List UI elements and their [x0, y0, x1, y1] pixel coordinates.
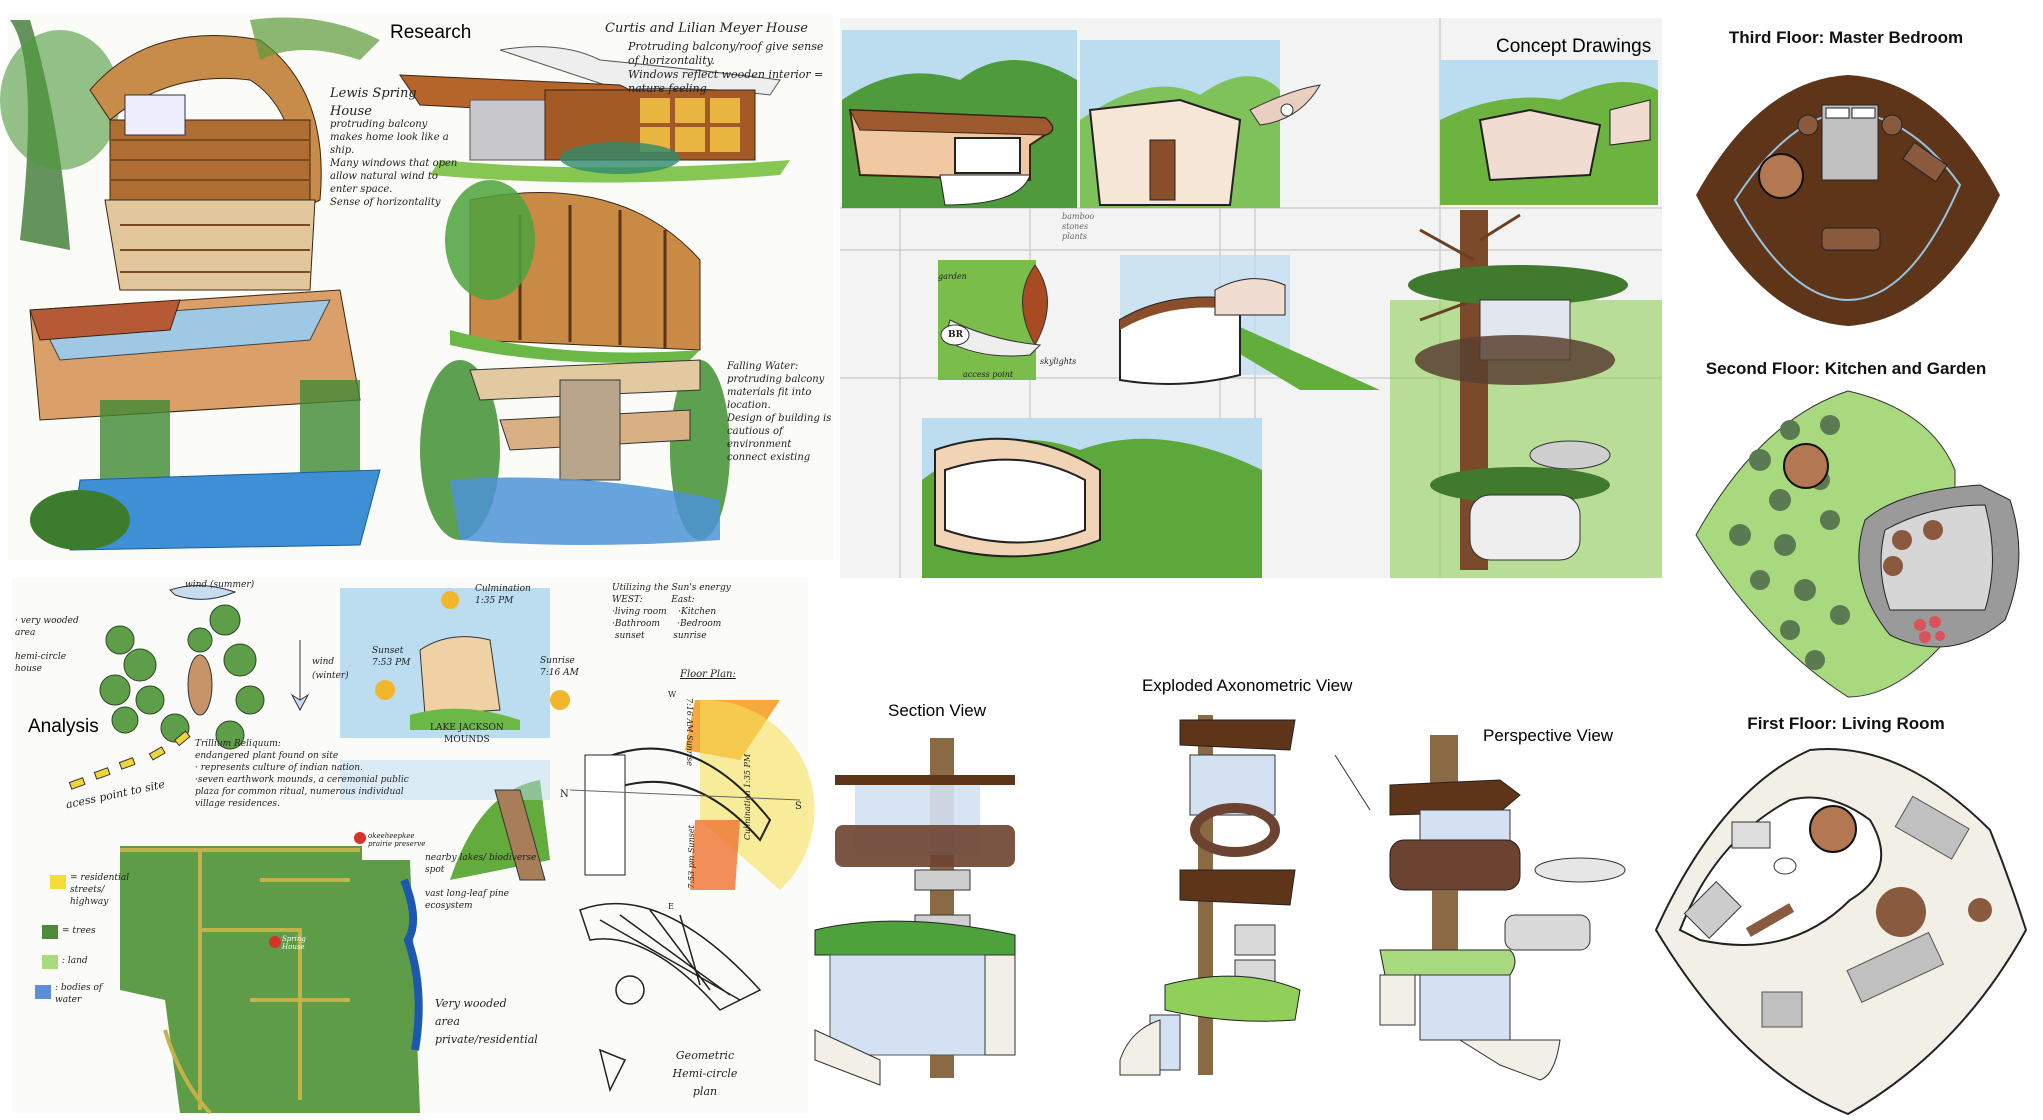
sunrise-label: Sunrise 7:16 AM	[540, 656, 579, 678]
legend-label-streets: = residential streets/ highway	[70, 873, 130, 907]
wooded-area-note: Very wooded area private/residential	[435, 997, 538, 1046]
concept-sketch-3	[1440, 60, 1658, 205]
lake-shape	[400, 878, 423, 1051]
legend-label-water: : bodies of water	[55, 983, 103, 1005]
preserve-pin-label: okeeheepkee prairie preserve	[368, 832, 426, 848]
plan-label-skylights: skylights	[1040, 357, 1077, 366]
legend-label-land: : land	[62, 956, 88, 966]
concept-treehouse-sketch	[1390, 210, 1662, 578]
legend-label-trees: = trees	[62, 926, 96, 936]
curved-wood-house-drawing	[445, 180, 701, 363]
sunset-sun-icon	[375, 680, 395, 700]
second-floor-plan	[1695, 390, 2020, 698]
concept-sketch-1	[842, 30, 1077, 208]
compass-e: E	[668, 902, 674, 911]
round-table	[1758, 153, 1804, 199]
analysis-panel	[12, 578, 815, 1115]
mound-stairs	[494, 789, 546, 881]
site-map	[120, 832, 423, 1115]
wind-winter-arrow	[290, 640, 310, 712]
culmination-label: Culmination 1:35 PM	[475, 584, 531, 606]
materials-note: bamboo stones plants	[1062, 212, 1095, 241]
pool-house-drawing	[29, 289, 381, 551]
section-view-title: Section View	[888, 701, 986, 720]
lewis-spring-title: Lewis Spring House	[330, 86, 417, 119]
site-tree-cluster	[99, 604, 265, 750]
section-view-drawing	[814, 738, 1016, 1086]
compass-w: W	[668, 690, 677, 699]
meyer-house-note: Protruding balcony/roof give sense of ho…	[628, 40, 824, 95]
research-title: Research	[390, 22, 472, 43]
wind-summer-label: wind (summer)	[185, 580, 255, 590]
exploded-axonometric-drawing	[1119, 715, 1301, 1076]
concept-sketch-6	[922, 418, 1262, 578]
plan-label-garden: garden	[938, 272, 967, 281]
plan-label-br: BR	[948, 330, 964, 340]
sunset-label: Sunset 7:53 PM	[372, 646, 411, 668]
culmination-ray-label: Culmination 1:35 PM	[743, 753, 753, 841]
wind-winter-label: wind (winter)	[312, 657, 349, 681]
sun-energy-note: Utilizing the Sun's energy WEST: East: ·…	[612, 583, 731, 641]
spring-house-pin-label: Spring House	[282, 935, 306, 951]
concept-panel	[840, 18, 1662, 578]
compass-s: S	[795, 801, 802, 812]
analysis-title: Analysis	[28, 716, 99, 737]
hemi-circle-plan-drawing	[579, 902, 762, 1093]
legend-swatch-land	[42, 955, 58, 969]
perspective-view-title: Perspective View	[1483, 726, 1614, 745]
third-floor-plan	[1696, 75, 2000, 326]
sun-path-diagram	[569, 699, 815, 890]
first-floor-plan	[1654, 748, 2028, 1116]
second-floor-title: Second Floor: Kitchen and Garden	[1705, 359, 1987, 378]
third-floor-title: Third Floor: Master Bedroom	[1728, 28, 1964, 47]
meyer-house-drawing	[399, 46, 790, 183]
falling-water-drawing	[420, 359, 730, 545]
falling-water-note: Falling Water: protruding balcony materi…	[727, 361, 832, 463]
concept-sketch-5	[1119, 255, 1380, 390]
concept-sketch-2	[1080, 40, 1321, 209]
wooded-note: · very wooded area hemi-circle house	[15, 616, 79, 674]
sun-diagram-house	[419, 636, 501, 716]
compass-n: N	[560, 789, 569, 800]
first-floor-title: First Floor: Living Room	[1747, 714, 1945, 733]
mounds-label: LAKE JACKSON MOUNDS	[430, 723, 504, 745]
sunrise-ray-label: 7:16 AM Sunrise	[685, 697, 695, 767]
access-path-dashes	[68, 730, 191, 790]
legend-swatch-streets	[50, 875, 66, 889]
lewis-spring-house-drawing	[0, 17, 380, 291]
third-floor-slab	[1696, 75, 2000, 326]
meyer-house-title: Curtis and Lilian Meyer House	[605, 21, 808, 36]
preserve-pin-icon	[354, 832, 366, 844]
research-panel	[0, 14, 834, 560]
exploded-view-title: Exploded Axonometric View	[1142, 676, 1353, 695]
concept-plan-sketch	[938, 260, 1048, 380]
lakes-note: nearby lakes/ biodiverse spot vast long-…	[425, 853, 537, 911]
trillium-note: Trillium Reliquum: endangered plant foun…	[195, 739, 409, 809]
culmination-sun-icon	[441, 591, 459, 609]
sunrise-sun-icon	[550, 690, 570, 710]
plan-label-access: access point	[963, 370, 1014, 379]
perspective-view-drawing	[1334, 735, 1626, 1081]
lewis-spring-note: protruding balcony makes home look like …	[330, 119, 458, 208]
hemi-circle-plan-note: Geometric Hemi-circle plan	[672, 1049, 738, 1098]
legend-swatch-water	[35, 985, 51, 999]
sunset-ray-label: 7:53 pm Sunset	[686, 825, 696, 889]
spring-house-pin-icon	[269, 936, 281, 948]
floor-plan-label: Floor Plan:	[680, 669, 736, 680]
wind-summer-arrow	[169, 584, 237, 600]
legend-swatch-trees	[42, 925, 58, 939]
concept-title: Concept Drawings	[1496, 36, 1652, 57]
